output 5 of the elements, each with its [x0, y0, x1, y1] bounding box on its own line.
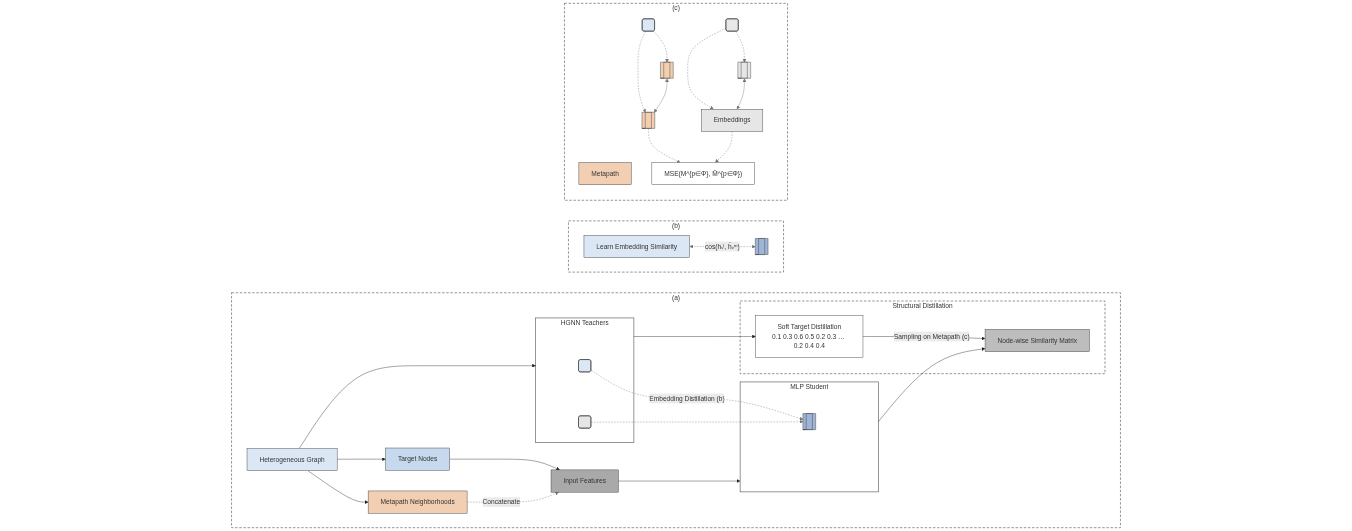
- node-bar: [641, 112, 655, 129]
- node-bar: [660, 61, 674, 79]
- node-bar: [755, 238, 769, 255]
- node-bar: [802, 413, 816, 430]
- node-bar: [737, 61, 751, 79]
